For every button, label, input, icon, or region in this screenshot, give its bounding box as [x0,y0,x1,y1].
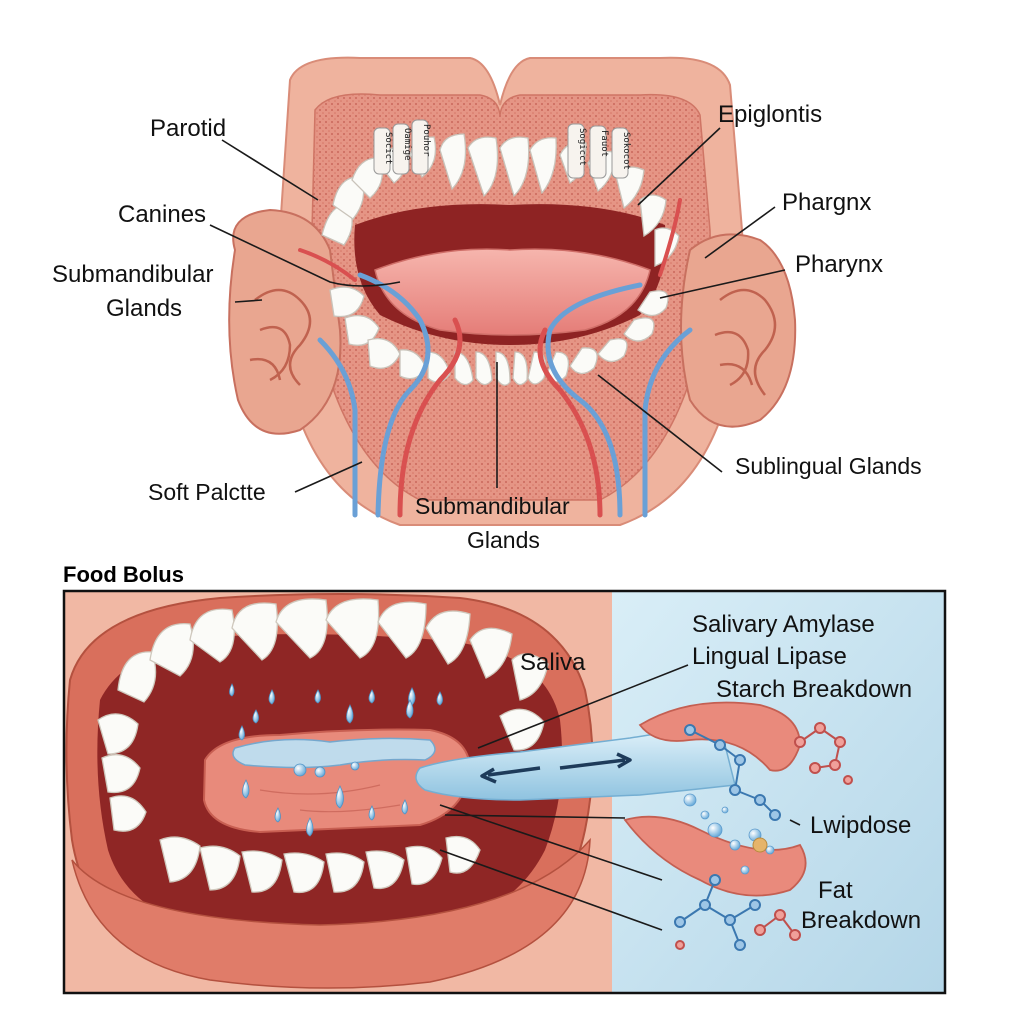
bolus-upper-teeth [117,598,549,703]
tooth-tag-l1: Socict [383,132,393,165]
upper-leader-lines [209,127,786,493]
label-lwipdose: Lwipdose [810,812,911,839]
lipid-bubbles [683,793,775,875]
label-submandibular-left-1: Submandibular [52,261,213,288]
blood-vessels [298,198,693,518]
bolus-lower-teeth [159,835,481,894]
label-salivary-amylase: Salivary Amylase [692,611,875,638]
upper-mouth-illustration: Socict Oamige Pouhor Sogicct Fauot Sokoc… [228,56,797,526]
upper-labels: Parotid Canines Submandibular Glands Sof… [52,101,922,553]
label-fat: Fat [818,877,853,904]
food-bolus-panel [62,589,947,995]
pharynx-lower-fold [623,815,807,897]
label-canines: Canines [118,201,206,228]
label-submandibular-bottom-1: Submandibular [415,493,570,519]
bolus-side-teeth [97,708,549,832]
tooth-tags-right: Sogicct Fauot Sokocot [567,123,631,179]
panel-title-food-bolus: Food Bolus [63,562,184,587]
tongue [374,248,651,336]
fat-molecules [674,874,761,951]
label-parotid: Parotid [150,115,226,142]
fatty-acid-molecule [675,909,801,950]
tooth-tag-r3: Sokocot [621,132,631,170]
tooth-tag-r2: Fauot [599,130,609,157]
label-sublingual-glands: Sublingual Glands [735,453,922,479]
left-submandibular-gland [228,208,342,435]
panel-border [62,589,947,995]
label-lingual-lipase: Lingual Lipase [692,643,847,670]
lipid-droplet [752,837,768,853]
tooth-tags-left: Socict Oamige Pouhor [373,119,431,175]
flow-arrows [480,752,632,784]
saliva-droplets [229,683,443,837]
pharynx-upper-fold [638,701,801,772]
lower-teeth [329,286,669,386]
label-epiglottis: Epiglontis [718,101,822,128]
starch-molecules [684,724,781,821]
label-phargnx: Phargnx [782,189,871,216]
lower-leader-lines [439,664,801,931]
lower-lip [71,837,591,989]
tooth-tag-l3: Pouhor [421,124,431,157]
label-soft-palate: Soft Palctte [148,479,266,505]
label-starch-breakdown: Starch Breakdown [716,676,912,703]
label-submandibular-bottom-2: Glands [467,527,540,553]
label-pharynx: Pharynx [795,251,883,278]
maltose-molecule [794,722,853,785]
lower-labels: Saliva Salivary Amylase Lingual Lipase S… [520,611,921,934]
label-breakdown: Breakdown [801,907,921,934]
tooth-tag-l2: Oamige [402,128,412,161]
saliva-coating [232,737,436,769]
tooth-tag-r1: Sogicct [577,128,587,166]
label-saliva: Saliva [520,649,586,676]
right-submandibular-gland [680,233,797,428]
label-submandibular-left-2: Glands [106,295,182,322]
